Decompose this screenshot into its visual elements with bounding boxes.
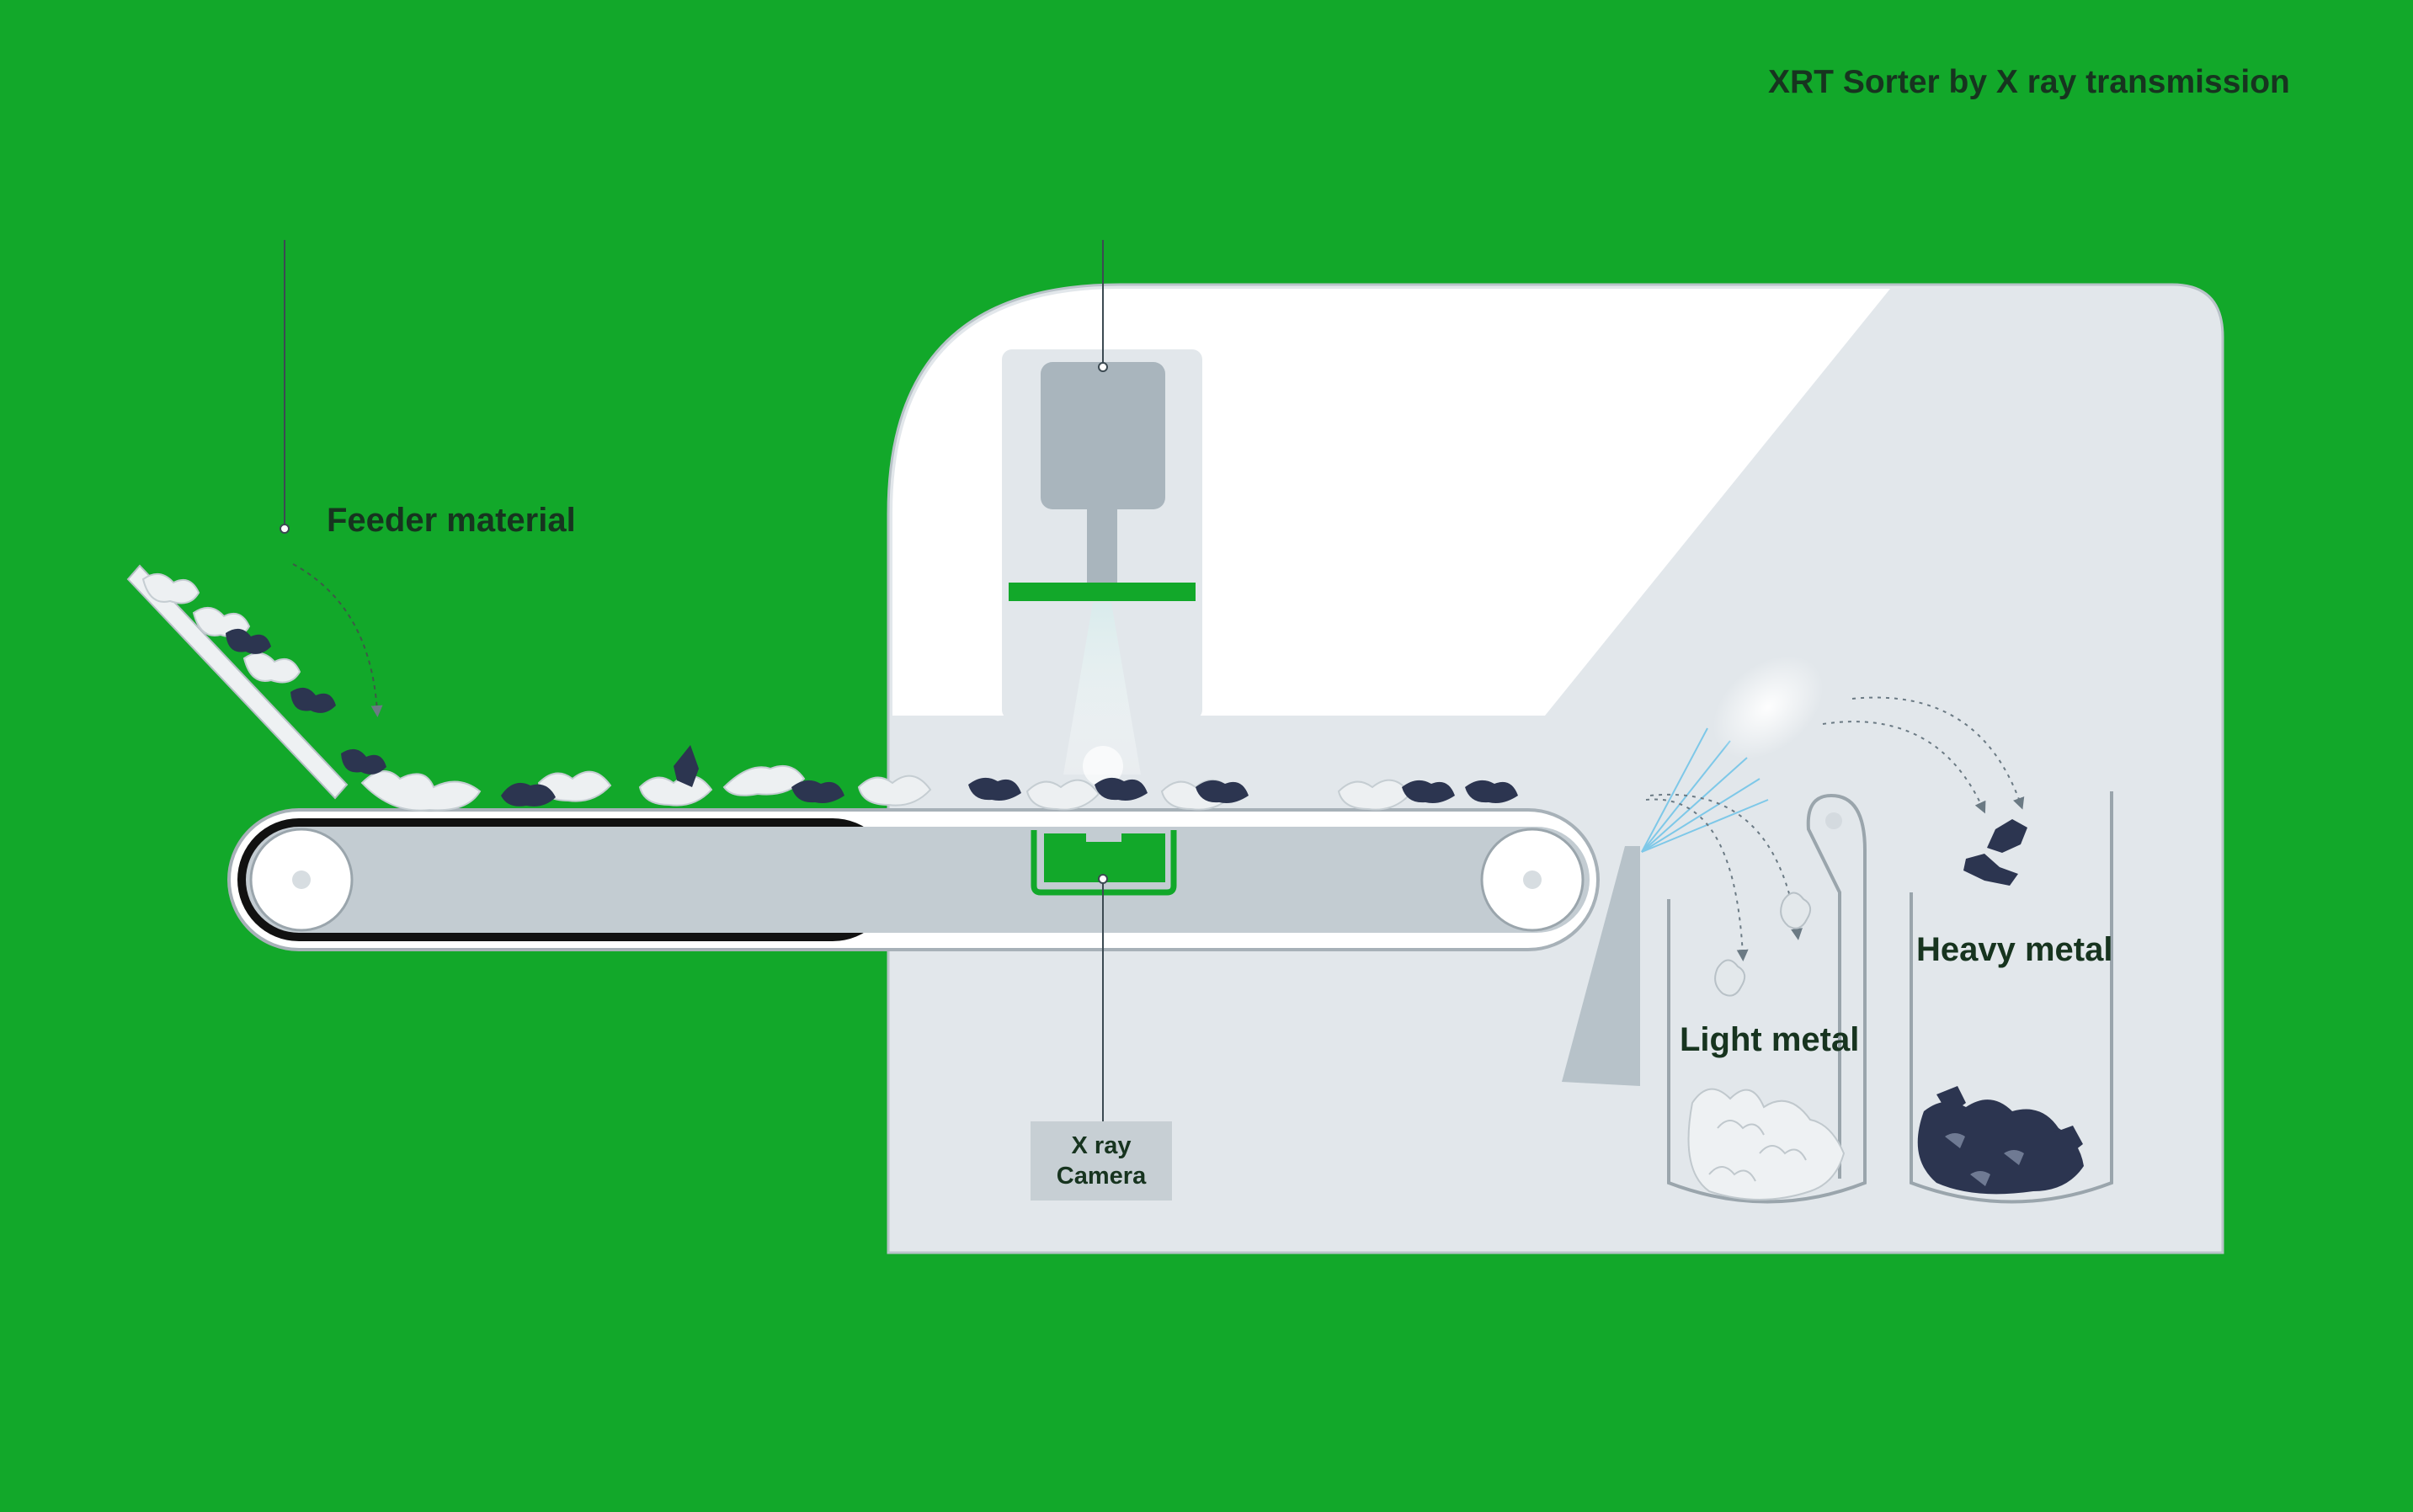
- camera-label-line1: X ray: [1071, 1132, 1132, 1159]
- air-jets: [1641, 727, 1769, 853]
- emitter-green-bar: [1009, 583, 1196, 601]
- feeder-arrow: [292, 563, 383, 717]
- heavy-metal-pile: [1917, 1086, 2084, 1195]
- emitter-neck: [1087, 509, 1117, 587]
- conveyor-belt-inner: [246, 827, 1590, 933]
- camera-label-line2: Camera: [1056, 1163, 1147, 1190]
- light-metal-bin: [1667, 793, 1867, 1204]
- air-spray-cloud: [1713, 655, 1824, 759]
- falling-heavy-fragments: [1963, 819, 2027, 886]
- feeder-chute: [126, 564, 349, 800]
- heavy-metal-bin: [1910, 791, 2113, 1204]
- falling-light-fragments: [1714, 892, 1812, 997]
- feeder-material-label: Feeder material: [327, 502, 576, 539]
- light-metal-pile: [1687, 1088, 1846, 1201]
- feed-fragments: [141, 573, 1518, 812]
- xray-beam: [1063, 603, 1141, 775]
- heavy-metal-label: Heavy metal: [1916, 931, 2113, 968]
- light-metal-label: Light metal: [1680, 1021, 1860, 1058]
- air-nozzle: [1562, 846, 1640, 1086]
- trajectory-arrows: [1645, 696, 2025, 961]
- xray-emitter: [1041, 362, 1165, 509]
- xray-camera-label-box: X ray Camera: [1031, 1121, 1172, 1201]
- diagram-title: XRT Sorter by X ray transmission: [1768, 64, 2290, 100]
